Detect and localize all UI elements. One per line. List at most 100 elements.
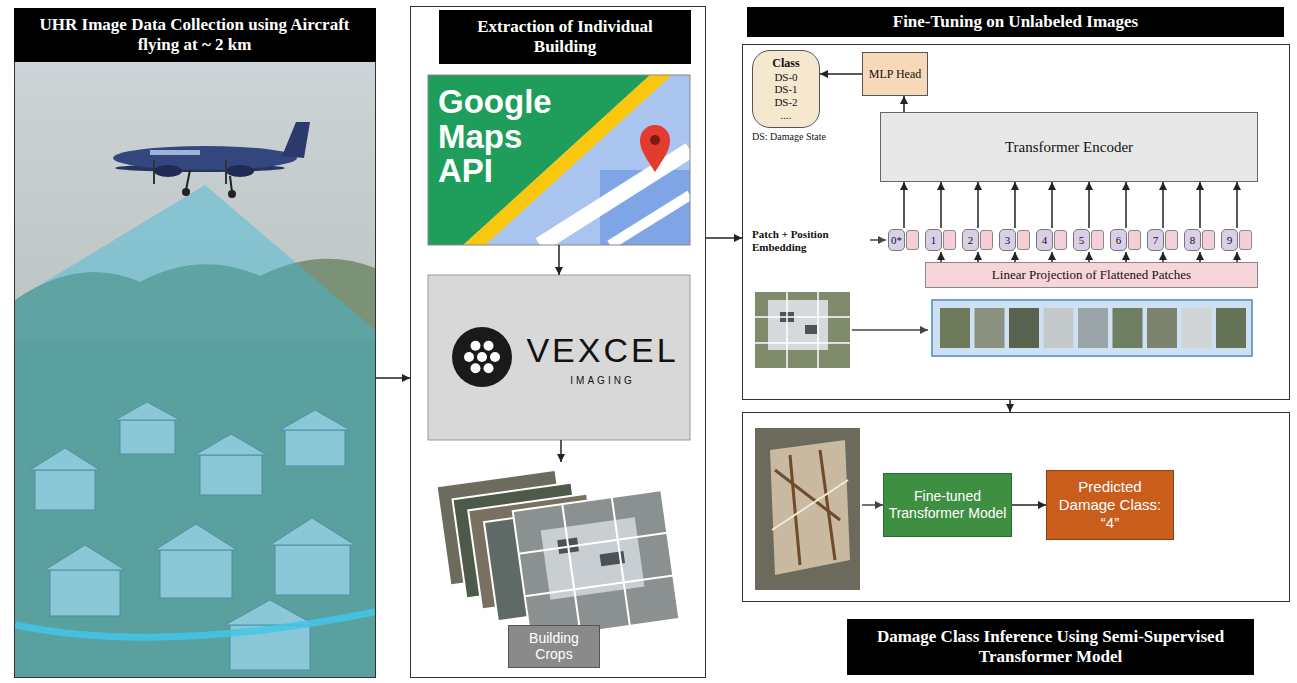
panel-header: Fine-Tuning on Unlabeled Images xyxy=(747,7,1284,37)
token-embedding xyxy=(1239,230,1252,250)
illustration-part xyxy=(230,176,232,192)
panel: Damage Class Inference Using Semi-Superv… xyxy=(742,412,1290,602)
imaging-box: VEXCELIMAGING xyxy=(428,275,690,440)
connector xyxy=(1051,182,1053,228)
token: 1 xyxy=(925,228,957,252)
illustration-part xyxy=(154,165,182,177)
token-number: 6 xyxy=(1110,229,1127,251)
token: 7 xyxy=(1147,228,1179,252)
class-text: DS-1 xyxy=(774,83,797,96)
illustration-part xyxy=(640,125,670,172)
model-text: Fine-tuned Transformer Model xyxy=(888,488,1007,522)
projection-box: Linear Projection of Flattened Patches xyxy=(925,262,1258,288)
illustration-part xyxy=(477,352,487,362)
header-text: Extraction of Individual Building xyxy=(447,17,683,56)
aircraft xyxy=(113,122,310,198)
illustration-part xyxy=(464,352,474,362)
illustration-part xyxy=(484,363,494,373)
illustration-part xyxy=(790,455,800,565)
illustration-part xyxy=(15,185,375,677)
mlp-head-box: MLP Head xyxy=(862,52,928,96)
illustration-part xyxy=(612,497,630,626)
map-frame xyxy=(428,75,690,245)
illustration-part xyxy=(15,62,375,677)
panel-header: UHR Image Data Collection using Aircraft… xyxy=(14,8,376,62)
token-embedding xyxy=(1165,230,1178,250)
illustration-part xyxy=(228,190,236,198)
illustration-part xyxy=(282,122,310,158)
input-image xyxy=(755,292,850,368)
connector xyxy=(1162,252,1164,262)
illustration-part xyxy=(471,363,481,373)
crops-label-box: Building Crops xyxy=(508,625,600,668)
illustration-part xyxy=(610,195,690,245)
header-text: Damage Class Inference Using Semi-Superv… xyxy=(855,627,1246,666)
illustration-part xyxy=(428,275,690,440)
illustration-part xyxy=(113,146,297,170)
illustration-part xyxy=(786,292,788,368)
flow-arrow xyxy=(852,329,928,331)
connector xyxy=(1236,182,1238,228)
illustration-part xyxy=(490,352,500,362)
prediction-text: Predicted Damage Class: “4” xyxy=(1051,478,1169,532)
logo-text: VEXCELIMAGING xyxy=(520,333,685,386)
connector xyxy=(1014,252,1016,262)
aircraft-photo xyxy=(15,62,375,677)
token: 9 xyxy=(1221,228,1253,252)
connector xyxy=(1009,400,1011,412)
connector xyxy=(1162,182,1164,228)
illustration-part xyxy=(1044,308,1074,348)
connector xyxy=(1051,252,1053,262)
encoder-text: Transformer Encoder xyxy=(1005,139,1133,156)
illustration-part xyxy=(452,327,512,387)
building-crops-stack xyxy=(437,456,680,650)
illustration-part xyxy=(1216,308,1246,348)
illustration-part xyxy=(562,504,580,633)
token-number: 5 xyxy=(1073,229,1090,251)
panel: Extraction of Individual BuildingGoogle … xyxy=(410,6,706,678)
illustration-part xyxy=(150,150,200,155)
token-embedding xyxy=(1128,230,1141,250)
connector xyxy=(940,252,942,262)
mlp-text: MLP Head xyxy=(869,67,922,82)
illustration-part xyxy=(1147,308,1177,348)
logo-subword: IMAGING xyxy=(520,375,685,386)
illustration-part xyxy=(15,612,375,637)
connector xyxy=(1199,252,1201,262)
connector xyxy=(977,182,979,228)
token-embedding xyxy=(943,230,956,250)
encoder-box: Transformer Encoder xyxy=(880,112,1258,182)
connector xyxy=(1012,504,1046,506)
connector xyxy=(1236,252,1238,262)
illustration-part xyxy=(225,160,227,184)
token: 4 xyxy=(1036,228,1068,252)
model-box: Fine-tuned Transformer Model xyxy=(883,473,1012,537)
illustration-part xyxy=(182,188,190,196)
crops-label: Building Crops xyxy=(509,631,599,662)
illustration-part xyxy=(464,341,500,374)
illustration-part xyxy=(186,170,190,190)
illustration-part xyxy=(755,342,850,344)
panel-header: Damage Class Inference Using Semi-Superv… xyxy=(847,619,1254,675)
connector xyxy=(1125,182,1127,228)
token-embedding xyxy=(1091,230,1104,250)
class-text: DS-2 xyxy=(774,96,797,109)
token-number: 2 xyxy=(962,229,979,251)
illustration-part xyxy=(1078,308,1108,348)
token-number: 3 xyxy=(999,229,1016,251)
patch-strip xyxy=(932,300,1252,356)
token-embedding xyxy=(906,230,919,250)
illustration-part xyxy=(805,325,817,334)
illustration-part xyxy=(817,292,819,368)
connector xyxy=(1088,182,1090,228)
class-text: DS-0 xyxy=(774,71,797,84)
connector xyxy=(940,182,942,228)
flow-arrow xyxy=(862,504,883,506)
illustration-part xyxy=(428,75,650,245)
connector xyxy=(558,245,560,275)
illustration-part xyxy=(755,428,860,590)
connector xyxy=(1014,182,1016,228)
class-pill: ClassDS-0DS-1DS-2.... xyxy=(752,50,820,128)
token: 6 xyxy=(1110,228,1142,252)
token-number: 7 xyxy=(1147,229,1164,251)
